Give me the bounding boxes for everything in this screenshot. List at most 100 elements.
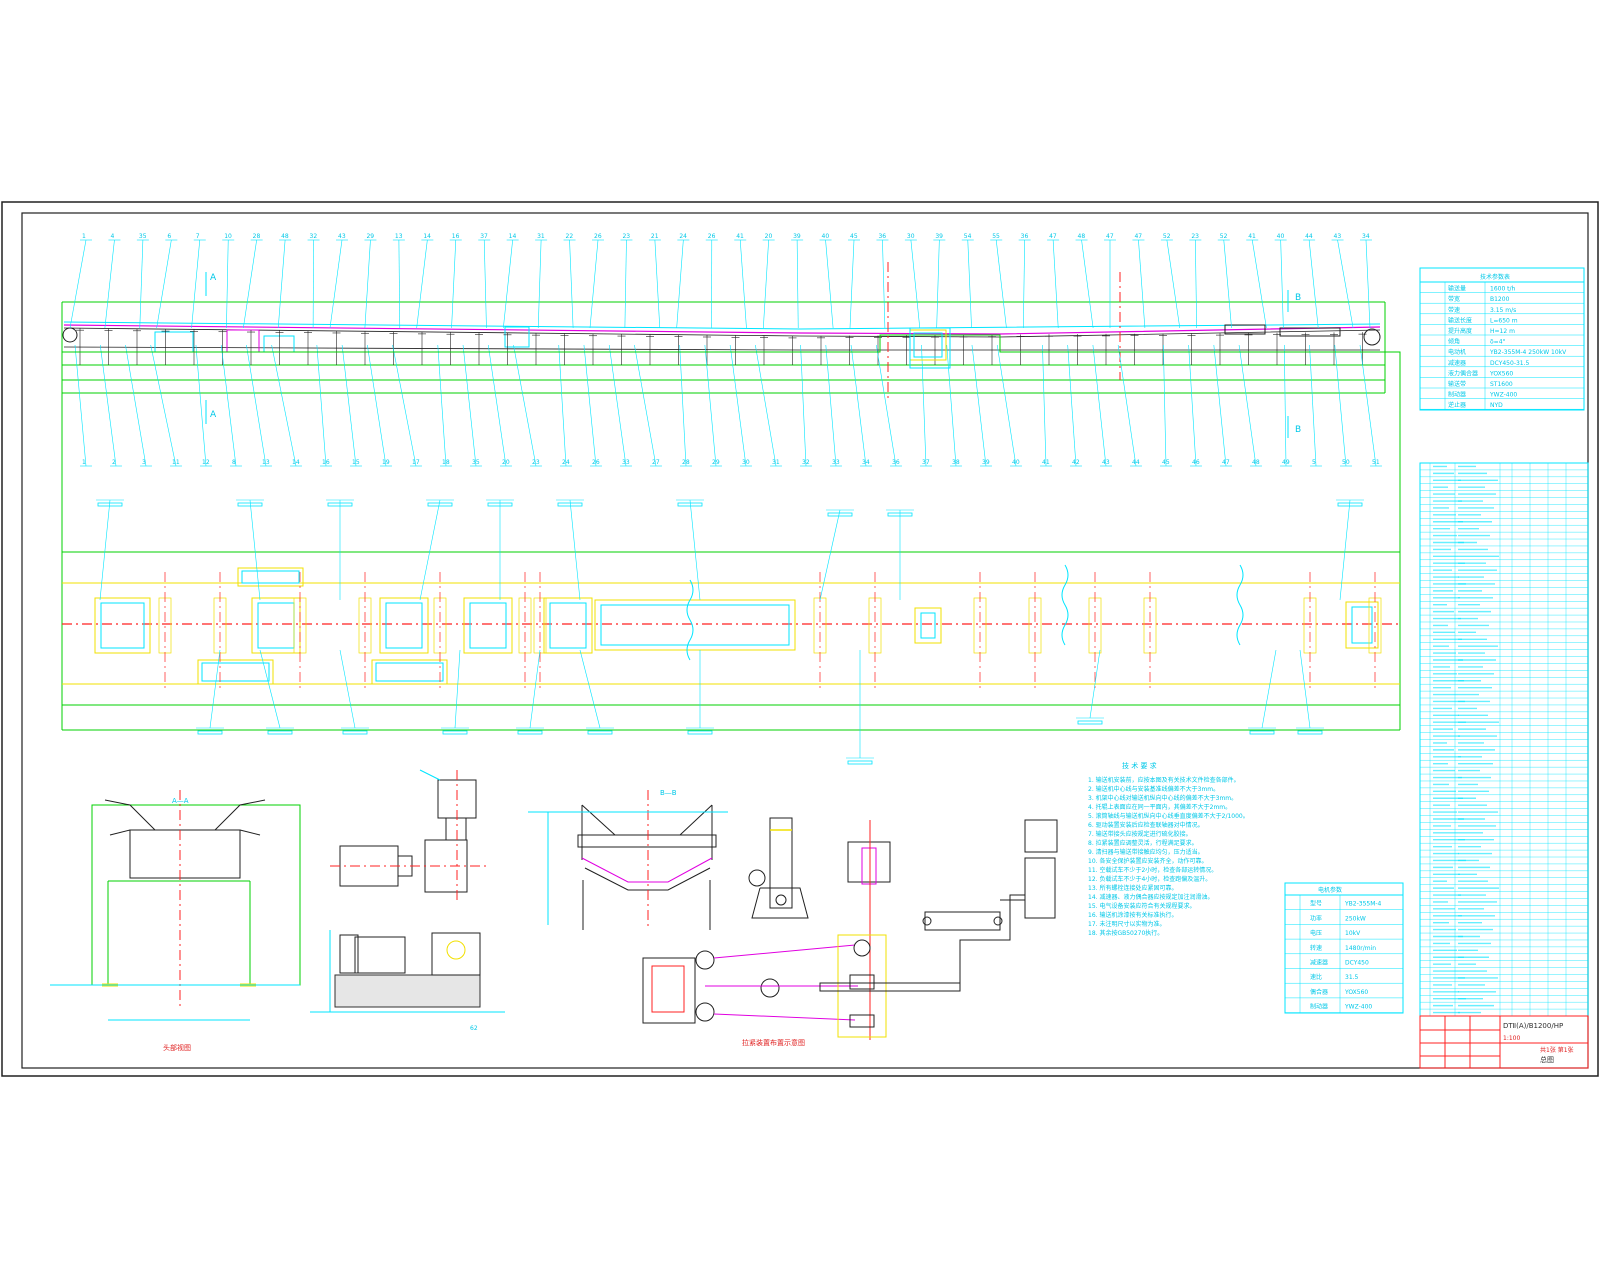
motor-param-value: YWZ-400 [1344,1004,1372,1011]
section-a-caption: 头部视图 [163,1043,191,1052]
motor-param-value: 250kW [1345,915,1366,922]
balloon-label-top: 1 [82,233,86,240]
balloon-label-top: 40 [822,233,830,240]
balloon-label-top: 23 [622,233,630,240]
balloon-label-top: 36 [878,233,886,240]
balloon-label-bottom: 41 [1042,459,1050,466]
balloon-label-top: 21 [651,233,659,240]
section-b-label: B—B [660,789,677,797]
motor-param-name: 转速 [1310,944,1322,952]
svg-text:A: A [210,273,217,283]
motor-param-value: YB2-355M-4 [1344,901,1382,908]
take-up-caption: 拉紧装置布置示意图 [742,1038,805,1047]
balloon-label-top: 20 [765,233,773,240]
balloon-label-bottom: 12 [202,459,210,466]
balloon-label-bottom: 40 [1012,459,1020,466]
balloon-label-bottom: 15 [352,459,360,466]
balloon-label-bottom: 26 [592,459,600,466]
balloon-label-bottom: 5 [1312,459,1316,466]
balloon-label-bottom: 8 [232,459,236,466]
svg-text:B: B [1295,293,1301,303]
tech-note-line: 12. 负载试车不少于4小时，检查跑偏及温升。 [1088,875,1211,883]
tech-note-line: 9. 清扫器与输送带接触应均匀，压力适当。 [1088,848,1204,856]
balloon-label-top: 48 [281,233,289,240]
svg-text:B: B [1295,425,1301,435]
tech-param-name: 液力偶合器 [1448,369,1478,377]
balloon-label-top: 7 [196,233,200,240]
tech-param-value: δ=4° [1490,339,1506,346]
section-a-a-view: A—A 头部视图 [50,790,300,1052]
balloon-label-bottom: 19 [382,459,390,466]
balloon-label-top: 43 [338,233,346,240]
motor-param-name: 速比 [1310,973,1322,981]
tech-note-line: 16. 输送机涂漆按有关标准执行。 [1088,911,1177,919]
balloon-label-bottom: 13 [262,459,270,466]
motor-param-name: 电压 [1310,929,1322,937]
balloon-label-top: 6 [167,233,171,240]
balloon-label-top: 14 [423,233,431,240]
tech-note-line: 1. 输送机安装前，应按本图及有关技术文件检查各部件。 [1088,776,1240,784]
balloon-label-top: 28 [253,233,261,240]
tech-note-line: 6. 驱动装置安装后应检查联轴器对中情况。 [1088,821,1204,829]
balloon-label-top: 16 [452,233,460,240]
tech-note-line: 2. 输送机中心线与安装基准线偏差不大于3mm。 [1088,785,1219,793]
balloon-label-bottom: 24 [562,459,570,466]
balloon-label-bottom: 3 [142,459,146,466]
tech-table-title: 技术参数表 [1480,273,1510,281]
tech-note-line: 17. 未注明尺寸以实物为准。 [1088,920,1165,928]
tech-param-value: YOX560 [1489,370,1513,377]
title-sheet: 共1张 第1张 [1540,1046,1574,1054]
balloon-label-top: 41 [736,233,744,240]
tech-param-value: DCY450-31.5 [1490,360,1530,367]
tech-param-value: YWZ-400 [1489,392,1517,399]
balloon-label-bottom: 27 [652,459,660,466]
balloon-label-bottom: 38 [952,459,960,466]
balloon-label-top: 44 [1305,233,1313,240]
tech-param-name: 输送量 [1448,285,1466,293]
parts-list-table [1420,463,1588,1016]
balloon-label-bottom: 50 [1342,459,1350,466]
balloon-label-top: 24 [679,233,687,240]
notes-title: 技 术 要 求 [1122,761,1157,770]
conveyor-elevation-view: A A B B [62,262,1385,438]
tech-param-name: 逆止器 [1448,401,1466,409]
take-up-layout: 拉紧装置布置示意图 [643,820,1057,1047]
balloon-label-top: 29 [366,233,374,240]
balloon-label-top: 35 [139,233,147,240]
tech-param-value: NYD [1490,402,1503,409]
motor-param-name: 偶合器 [1310,988,1328,996]
balloon-label-bottom: 37 [922,459,930,466]
tech-param-name: 带速 [1448,306,1460,314]
balloon-label-top: 39 [793,233,801,240]
balloon-label-top: 45 [850,233,858,240]
balloon-label-top: 13 [395,233,403,240]
drawing-code: DTⅡ(A)/B1200/HP [1503,1022,1563,1030]
balloon-label-bottom: 17 [412,459,420,466]
balloon-label-top: 47 [1134,233,1142,240]
balloon-label-bottom: 45 [1162,459,1170,466]
title-company: 总图 [1540,1055,1554,1064]
tech-note-line: 3. 机架中心线对输送机纵向中心线的偏差不大于3mm。 [1088,794,1237,802]
motor-param-value: 10kV [1345,930,1361,937]
balloon-label-top: 26 [594,233,602,240]
balloon-label-bottom: 32 [802,459,810,466]
balloon-label-top: 36 [1021,233,1029,240]
tech-param-value: ST1600 [1490,381,1513,388]
balloon-label-top: 40 [1277,233,1285,240]
sheet-inner-frame [22,213,1588,1068]
motor-param-name: 功率 [1310,914,1322,922]
tech-param-name: 倾角 [1448,338,1460,346]
balloon-label-top: 55 [992,233,1000,240]
tech-note-line: 15. 电气设备安装应符合有关规程要求。 [1088,902,1195,910]
motor-param-value: DCY450 [1345,960,1369,967]
balloon-label-top: 32 [310,233,318,240]
tech-param-name: 电动机 [1448,348,1466,356]
balloon-label-bottom: 39 [982,459,990,466]
balloon-label-bottom: 33 [622,459,630,466]
balloon-label-top: 4 [110,233,114,240]
balloon-label-bottom: 49 [1282,459,1290,466]
balloon-label-top: 47 [1049,233,1057,240]
